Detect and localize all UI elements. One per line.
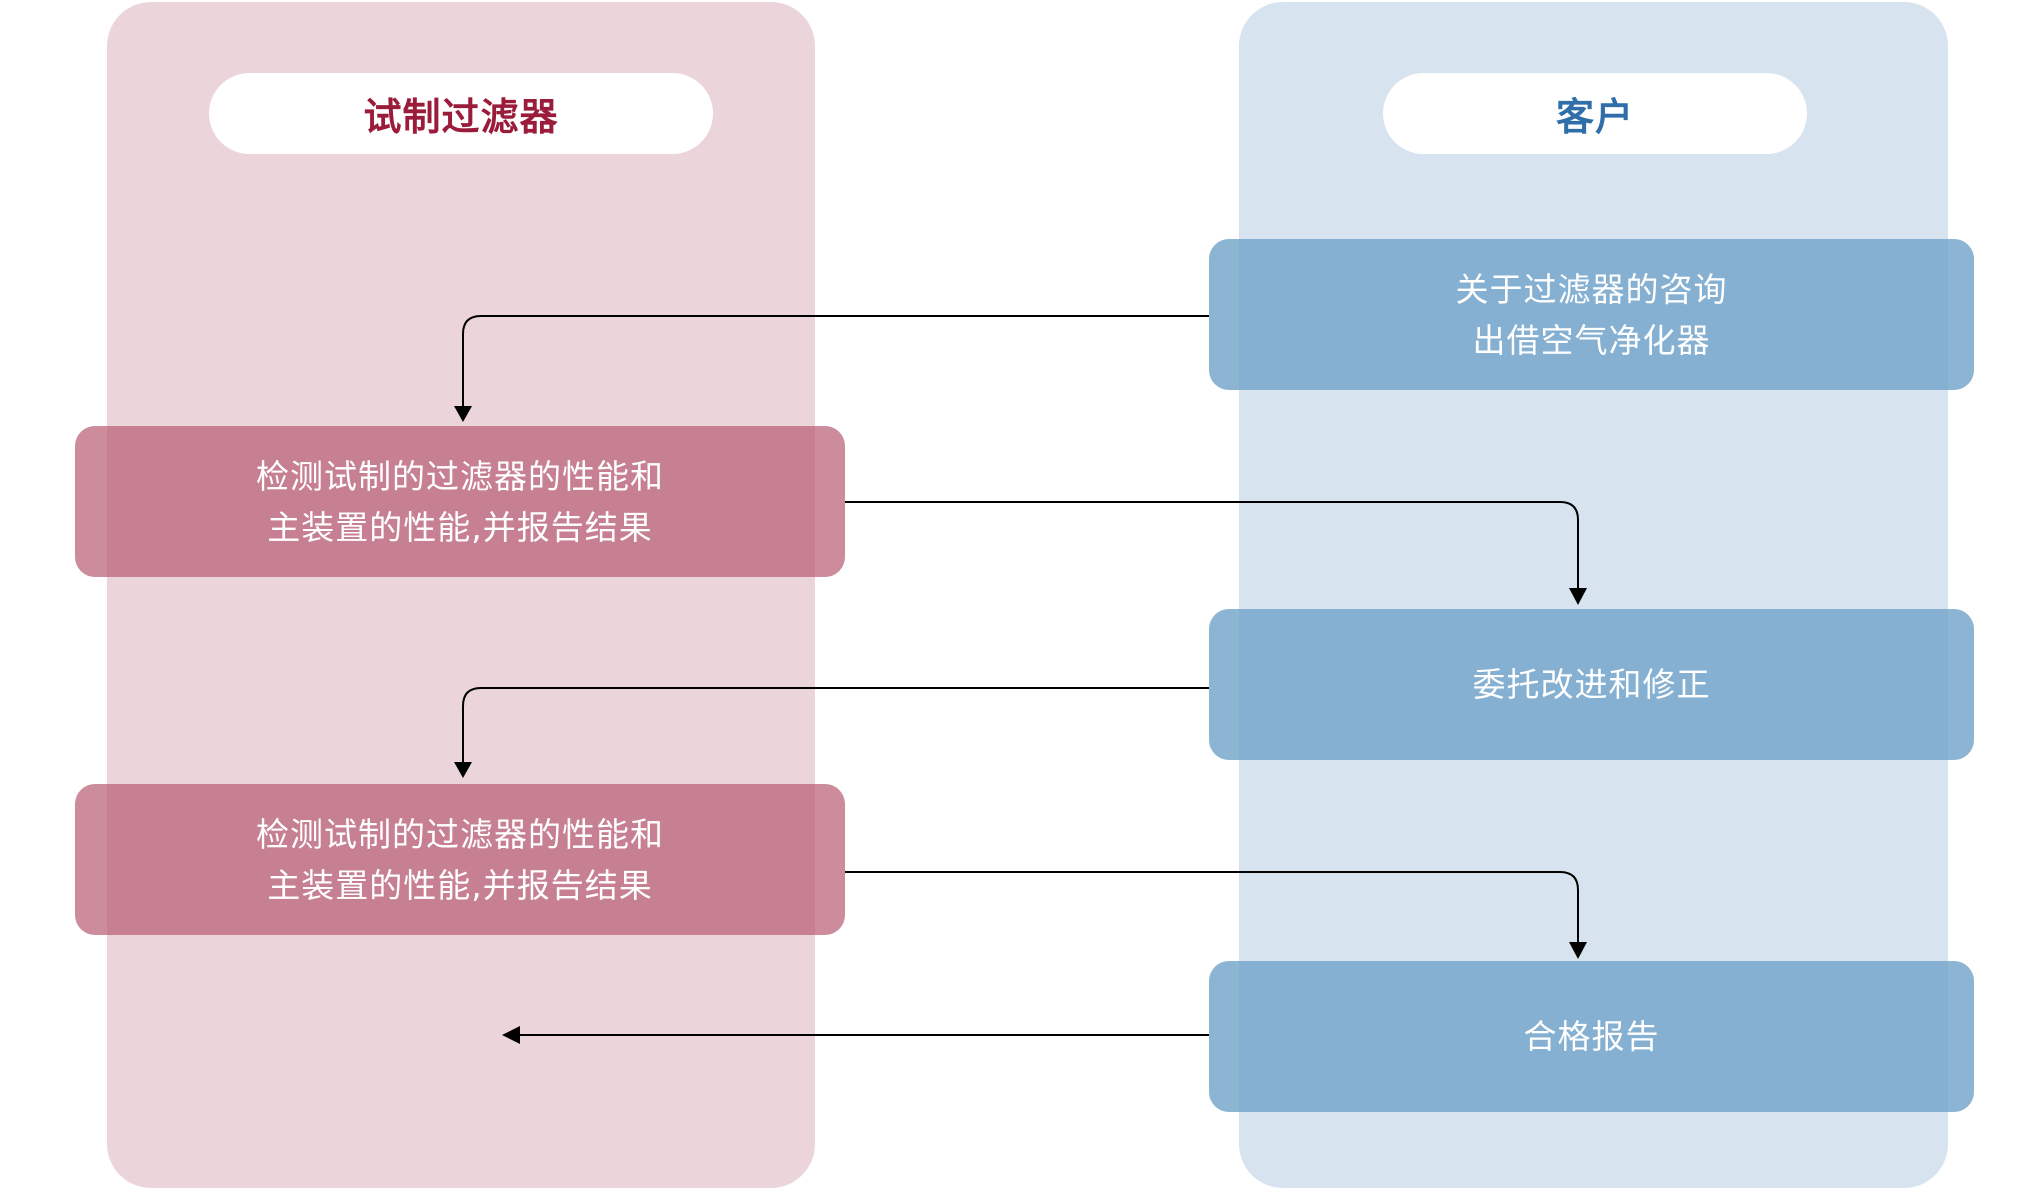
step-text-line: 主装置的性能,并报告结果: [267, 507, 653, 547]
step-text-line: 主装置的性能,并报告结果: [267, 865, 653, 905]
step-text-line: 检测试制的过滤器的性能和: [256, 456, 664, 496]
lane-title-trial-filter: 试制过滤器: [209, 73, 713, 154]
step-text-line: 委托改进和修正: [1472, 665, 1711, 704]
step-text-line: 关于过滤器的咨询: [1455, 269, 1728, 309]
lane-title-customer: 客户: [1383, 73, 1807, 154]
step-test-and-report-2: 检测试制的过滤器的性能和 主装置的性能,并报告结果: [75, 784, 845, 935]
step-test-and-report-1: 检测试制的过滤器的性能和 主装置的性能,并报告结果: [75, 426, 845, 577]
step-pass-report: 合格报告: [1209, 961, 1974, 1112]
lane-trial-filter: [107, 2, 815, 1188]
step-text-line: 合格报告: [1523, 1017, 1660, 1056]
step-text-line: 检测试制的过滤器的性能和: [256, 814, 664, 854]
step-request-improvement: 委托改进和修正: [1209, 609, 1974, 760]
step-text-line: 出借空气净化器: [1472, 320, 1711, 360]
step-filter-inquiry: 关于过滤器的咨询 出借空气净化器: [1209, 239, 1974, 390]
